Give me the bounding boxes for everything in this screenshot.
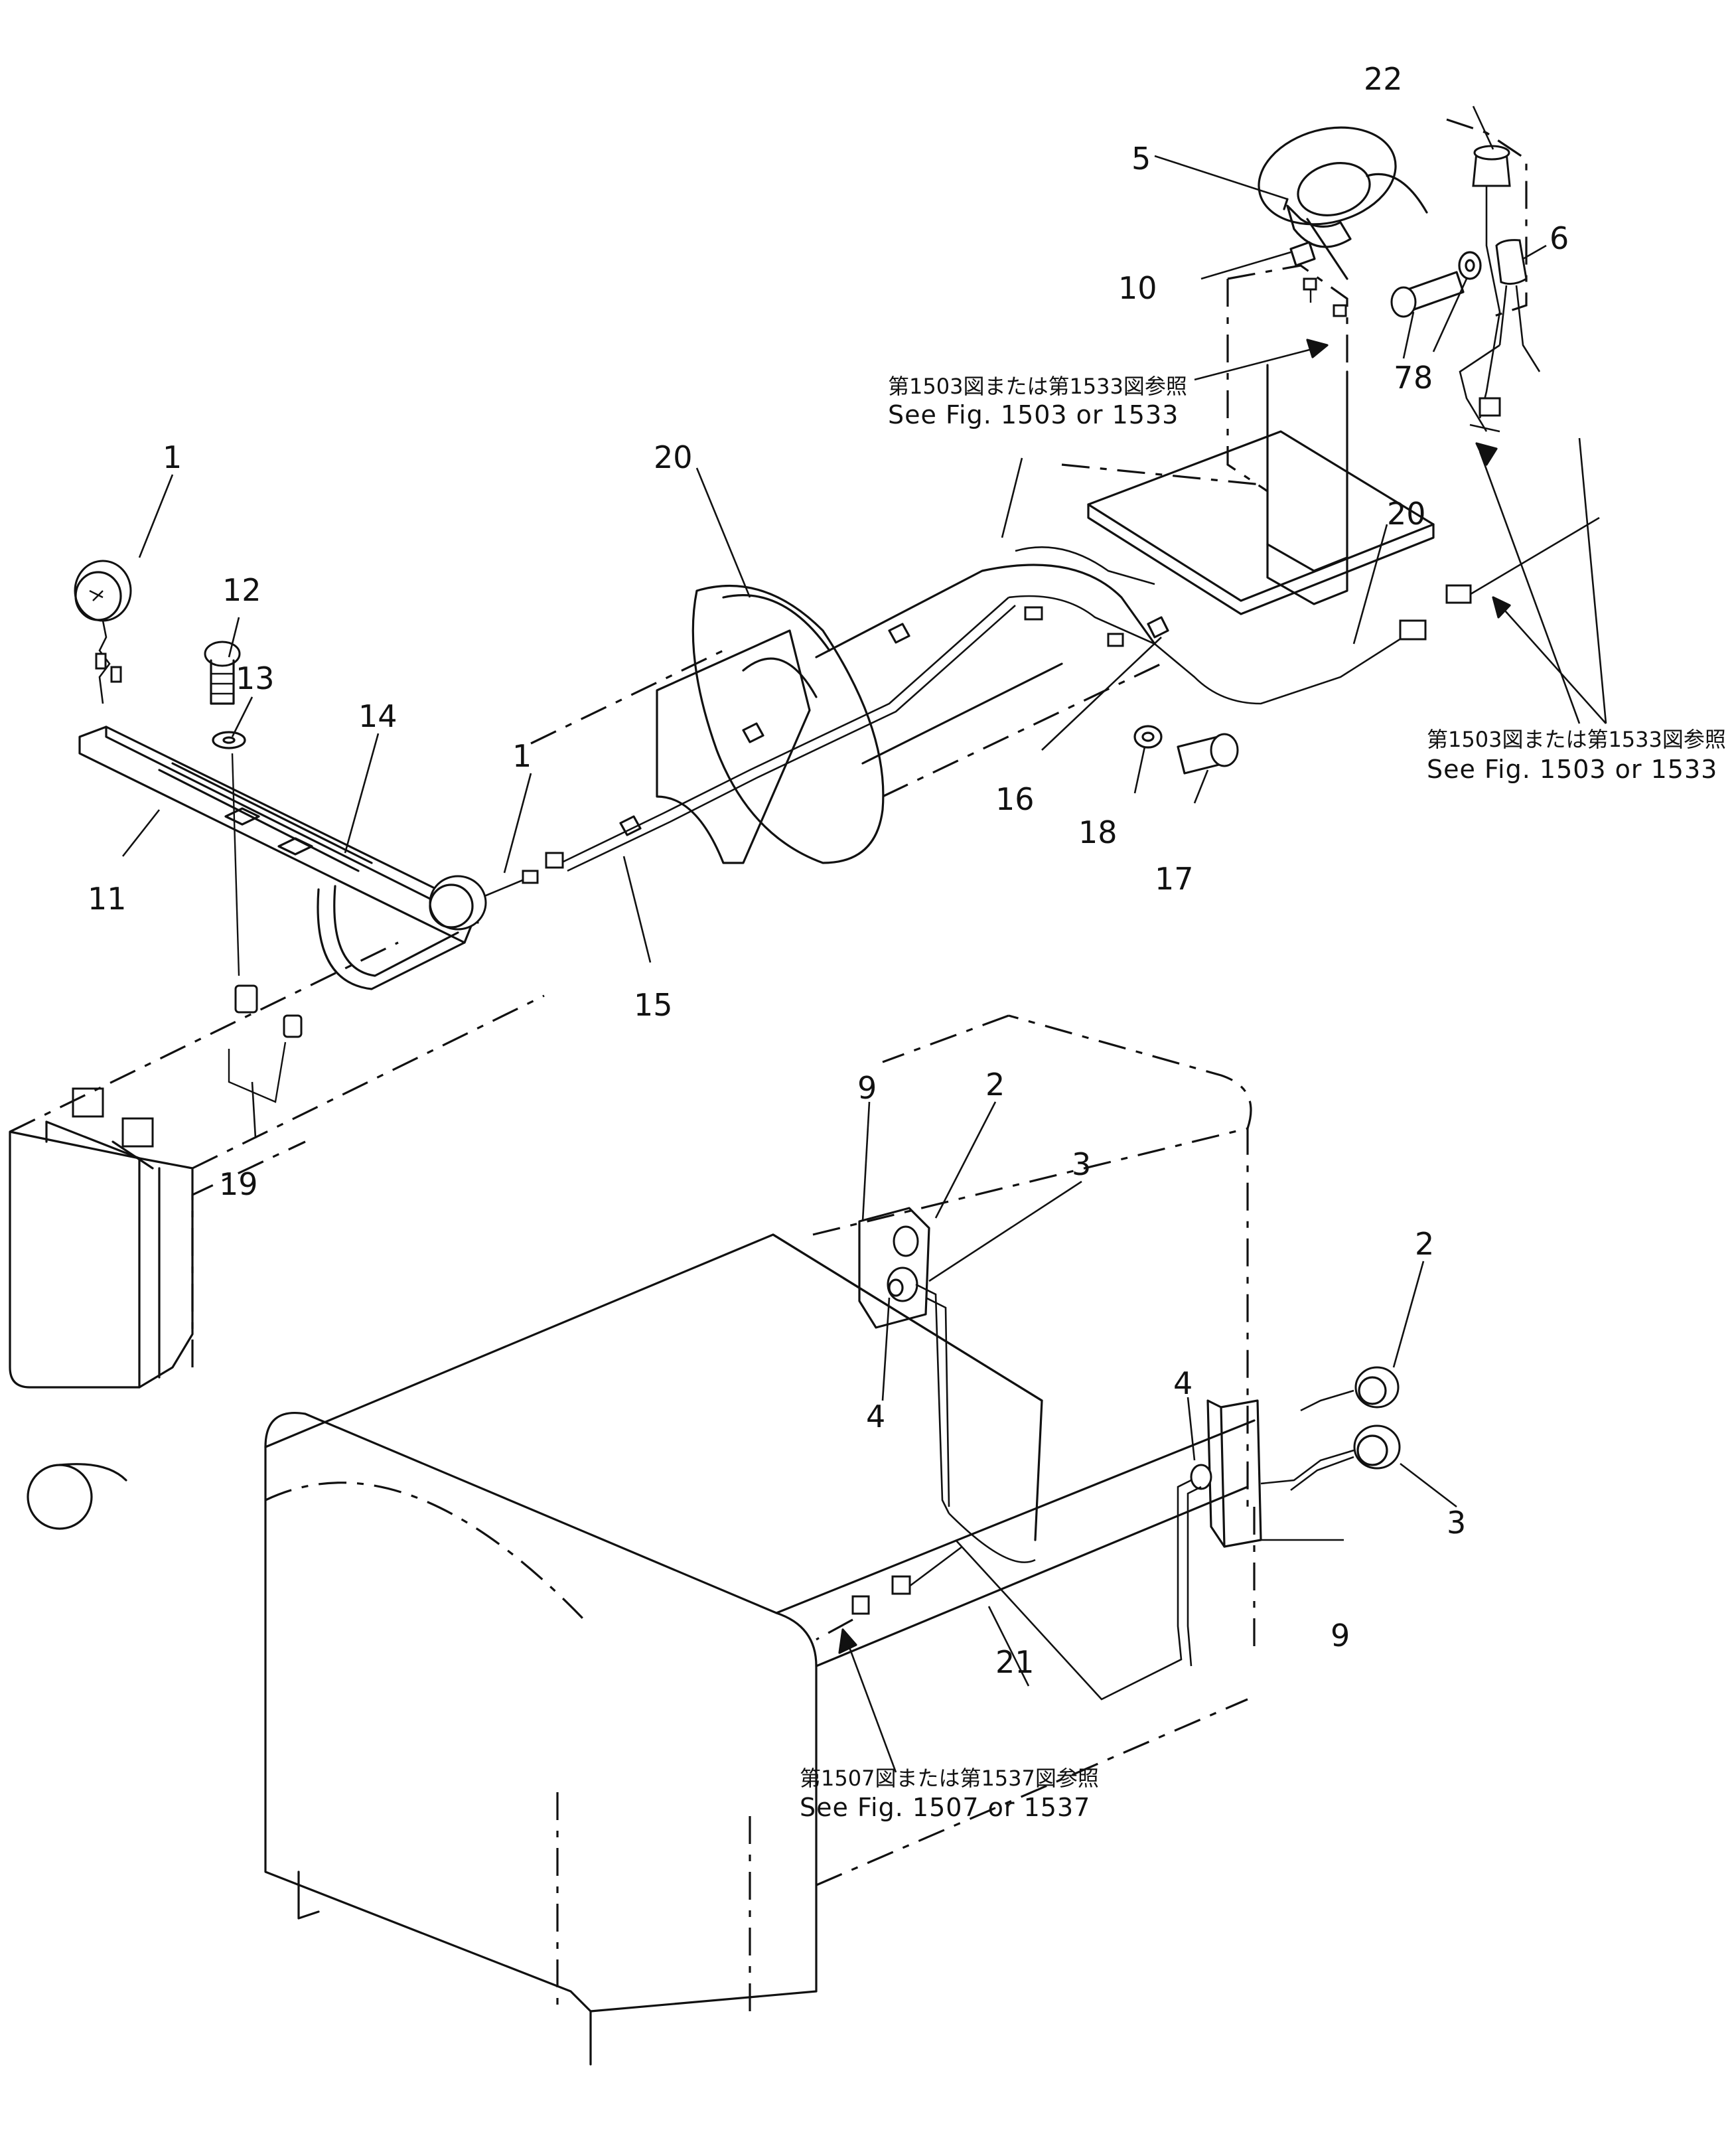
bolt-17 bbox=[1177, 733, 1239, 775]
callout-9-left: 9 bbox=[857, 1070, 877, 1106]
callout-13: 13 bbox=[236, 660, 275, 696]
steering-ref-jp: 第1503図または第1533図参照 bbox=[888, 374, 1187, 399]
callout-21: 21 bbox=[995, 1644, 1035, 1680]
callout-17: 17 bbox=[1155, 861, 1194, 897]
harness-15 bbox=[545, 597, 1016, 872]
callout-11: 11 bbox=[88, 881, 127, 917]
callout-18: 18 bbox=[1078, 814, 1118, 850]
callout-2-right: 2 bbox=[1415, 1226, 1434, 1262]
callout-16: 16 bbox=[995, 781, 1035, 817]
harness-21 bbox=[816, 1545, 963, 1641]
bottom-ref-en: See Fig. 1507 or 1537 bbox=[800, 1793, 1090, 1822]
switch-bracket-left bbox=[858, 1207, 1036, 1563]
callout-22: 22 bbox=[1364, 61, 1403, 97]
callout-3-left: 3 bbox=[1072, 1146, 1091, 1182]
callout-6: 6 bbox=[1550, 220, 1569, 256]
gauge-bracket-assembly bbox=[74, 560, 539, 990]
spacer-19 bbox=[228, 753, 303, 1103]
steering-console bbox=[1087, 118, 1541, 615]
washer-18 bbox=[1133, 725, 1163, 749]
harness-20 bbox=[1008, 516, 1600, 705]
callout-14: 14 bbox=[358, 698, 398, 734]
callout-4-right: 4 bbox=[1173, 1365, 1193, 1401]
callout-1-top: 1 bbox=[163, 439, 182, 475]
washer-13 bbox=[212, 731, 246, 749]
callout-20-center: 20 bbox=[654, 439, 693, 475]
callout-9-right: 9 bbox=[1331, 1618, 1350, 1653]
callout-1-lower: 1 bbox=[512, 738, 532, 774]
axle-housing bbox=[530, 463, 1262, 864]
callout-5: 5 bbox=[1131, 141, 1151, 177]
callout-3-right: 3 bbox=[1447, 1505, 1466, 1541]
callout-2-left: 2 bbox=[985, 1067, 1005, 1103]
callout-4-left: 4 bbox=[866, 1399, 885, 1434]
right-ref-jp: 第1503図または第1533図参照 bbox=[1427, 727, 1726, 752]
leader-lines bbox=[121, 106, 1607, 1773]
callout-8: 8 bbox=[1413, 360, 1433, 396]
callout-7: 7 bbox=[1394, 360, 1413, 396]
callout-15: 15 bbox=[634, 987, 673, 1023]
callout-labels: 1 1 2 2 3 3 4 4 5 6 7 8 9 9 10 11 12 13 … bbox=[88, 61, 1569, 1680]
callout-12: 12 bbox=[222, 572, 261, 608]
bottom-ref-jp: 第1507図または第1537図参照 bbox=[800, 1766, 1099, 1791]
steering-ref-en: See Fig. 1503 or 1533 bbox=[888, 400, 1179, 429]
bolt-12 bbox=[204, 641, 241, 705]
callout-10: 10 bbox=[1118, 270, 1157, 306]
callout-20-right: 20 bbox=[1387, 496, 1426, 532]
callout-19: 19 bbox=[219, 1166, 258, 1202]
gauge-1-lower bbox=[429, 875, 487, 931]
right-ref-en: See Fig. 1503 or 1533 bbox=[1427, 755, 1717, 784]
reference-notes: 第1503図または第1533図参照 See Fig. 1503 or 1533 … bbox=[800, 374, 1726, 1822]
left-fender-body bbox=[9, 941, 545, 1530]
lower-case bbox=[264, 1014, 1256, 2066]
